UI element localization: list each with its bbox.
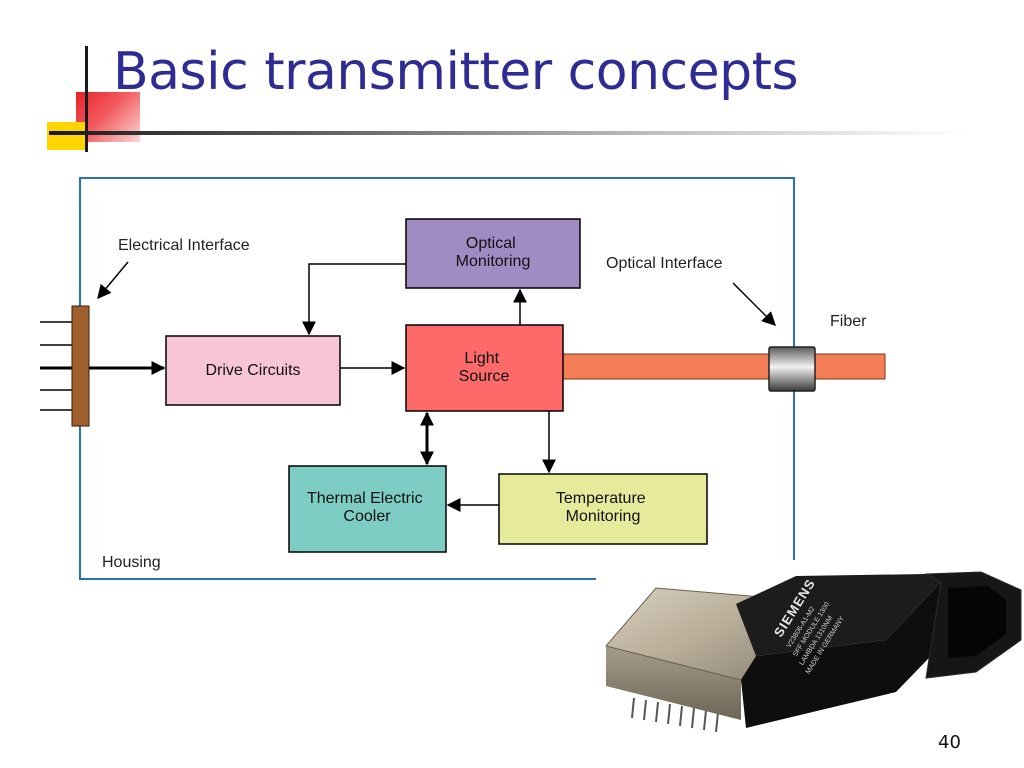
housing-border: [79, 177, 795, 580]
optical-monitoring-box: Optical Monitoring: [405, 218, 581, 289]
title-underline: [49, 131, 969, 135]
electrical-interface-label: Electrical Interface: [118, 237, 250, 254]
transmitter-module-photo: SIEMENS V23806-A1-M2 SFF MODULE 1300 LAM…: [605, 571, 1022, 733]
light-source-label-line1: Light: [464, 350, 499, 367]
housing-label: Housing: [102, 554, 161, 571]
module-black-body-top: [736, 574, 941, 656]
thermal-electric-cooler-label-line2: Cooler: [343, 508, 391, 525]
title-accent-vertical-line: [85, 46, 88, 152]
drive-circuits-label: Drive Circuits: [205, 362, 300, 379]
optical-monitoring-label-line2: Monitoring: [456, 253, 531, 270]
electrical-pins: [40, 321, 72, 411]
electrical-interface-pointer: [97, 261, 129, 300]
thermal-electric-cooler-box: Thermal Electric Cooler: [288, 465, 447, 553]
optical-interface-pointer: [732, 282, 776, 326]
module-pins: [631, 697, 719, 733]
fiber: [562, 353, 886, 380]
arrow-monitoring-to-drive: [302, 263, 406, 336]
temperature-monitoring-box: Temperature Monitoring: [498, 473, 708, 545]
svg-text:Drive Circuits: Drive Circuits: [205, 362, 300, 379]
optical-interface-label: Optical Interface: [606, 255, 723, 272]
page-number: 40: [938, 732, 961, 753]
module-metal-can-side: [606, 646, 741, 720]
slide-title: Basic transmitter concepts: [113, 42, 799, 102]
drive-circuits-box: Drive Circuits: [165, 335, 341, 406]
svg-text:Optical Monitoring: Optical Monitoring: [456, 235, 531, 270]
temperature-monitoring-label-line2: Monitoring: [566, 508, 641, 525]
svg-text:Temperature Monitoring: Temperature Monitoring: [556, 490, 650, 525]
electrical-interface-connector: [71, 305, 90, 427]
temperature-monitoring-label-line1: Temperature: [556, 490, 646, 507]
title-accent-yellow: [47, 122, 87, 150]
fiber-label: Fiber: [830, 313, 867, 330]
optical-monitoring-label-line1: Optical: [466, 235, 516, 252]
thermal-electric-cooler-label-line1: Thermal Electric: [307, 490, 423, 507]
svg-text:Light Source: Light Source: [459, 350, 510, 385]
fiber-connector-ferrule: [768, 346, 816, 392]
light-source-label-line2: Source: [459, 368, 510, 385]
module-receptacle-opening: [948, 586, 1006, 658]
svg-text:Thermal Electric Cooler: Thermal Electric Cooler: [307, 490, 427, 525]
module-black-body-front: [741, 582, 956, 728]
light-source-box: Light Source: [405, 324, 564, 412]
